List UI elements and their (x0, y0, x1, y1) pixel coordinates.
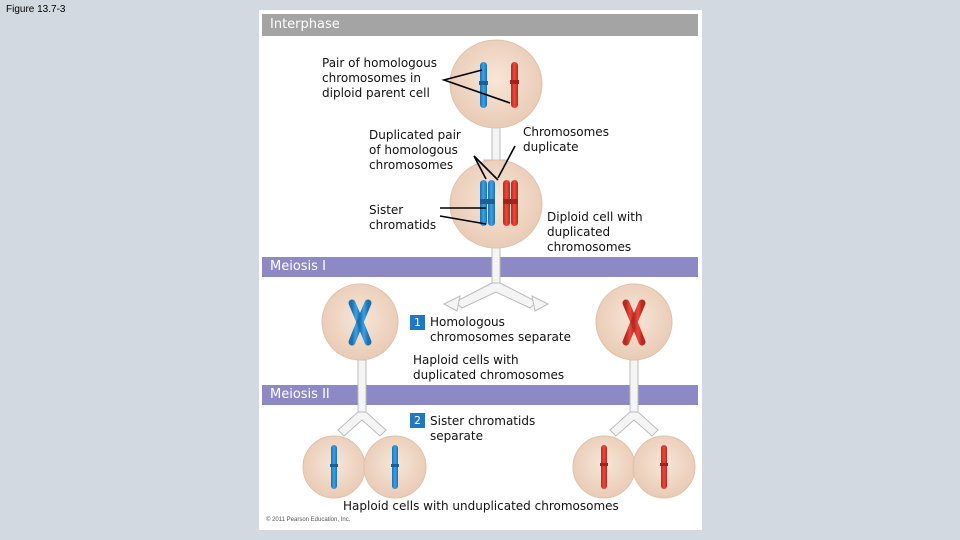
arrow-meiosis1-split (442, 244, 550, 312)
red-chromosome-daughter-3 (600, 445, 608, 489)
parent-cell (449, 39, 543, 129)
red-duplicated-chromosome (503, 180, 518, 226)
copyright-notice: © 2011 Pearson Education, Inc. (266, 517, 351, 523)
step-1-label: Homologous chromosomes separate (430, 315, 571, 344)
meiosis-1-bar: Meiosis I (262, 257, 698, 277)
blue-duplicated-chromosome (480, 180, 495, 226)
arrow-right-split (609, 359, 659, 437)
haploid-unduplicated-label: Haploid cells with unduplicated chromoso… (343, 499, 619, 513)
step-2-label: Sister chromatids separate (430, 414, 536, 443)
red-chromosome-daughter-4 (660, 445, 668, 489)
duplicated-pair-label: Duplicated pair of homologous chromosome… (369, 128, 461, 172)
diploid-cell-label: Diploid cell with duplicated chromosomes (547, 210, 643, 254)
figure-label: Figure 13.7-3 (6, 4, 66, 15)
chromosomes-duplicate-label: Chromosomes duplicate (523, 125, 609, 154)
blue-x-chromosome (348, 299, 372, 346)
step-1-badge: 1 (410, 315, 425, 330)
sister-chromatids-label: Sister chromatids (369, 203, 437, 232)
blue-chromosome-daughter-2 (391, 445, 399, 489)
interphase-bar: Interphase (262, 14, 698, 36)
duplicated-cell (449, 159, 543, 249)
pair-homologous-label: Pair of homologous chromosomes in diploi… (322, 56, 437, 100)
red-x-chromosome (622, 299, 646, 346)
pointer-lines (439, 69, 516, 225)
arrow-left-split (337, 359, 387, 437)
meiosis-2-bar: Meiosis II (262, 385, 698, 405)
blue-chromosome-daughter-1 (330, 445, 338, 489)
red-chromosome-parent (510, 62, 519, 108)
blue-chromosome-parent (479, 62, 488, 108)
step-2-badge: 2 (410, 413, 425, 428)
haploid-duplicated-label: Haploid cells with duplicated chromosome… (413, 353, 565, 382)
